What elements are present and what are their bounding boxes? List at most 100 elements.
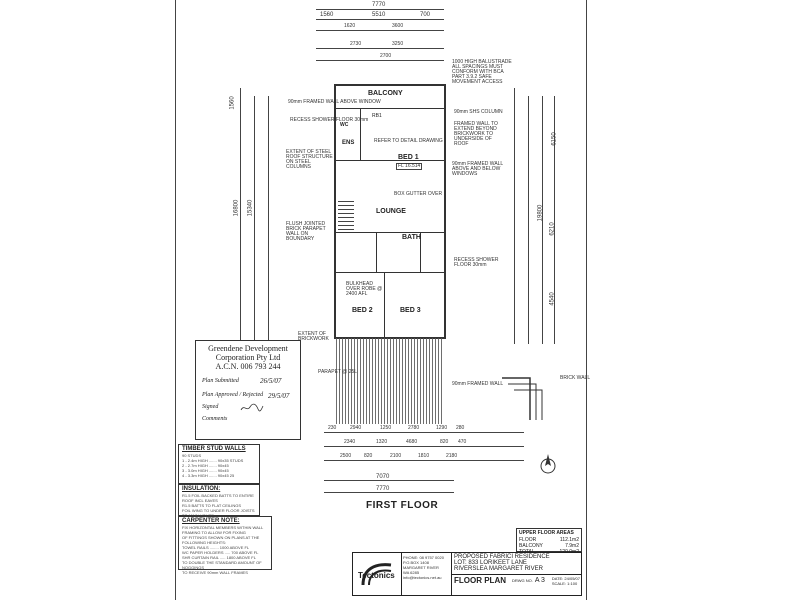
- room-balcony: BALCONY: [368, 90, 403, 97]
- bottom-row1-4: 1290: [436, 425, 448, 431]
- carpenter-line: SHR CURTAIN RAIL ..... 1800 ABOVE FL: [182, 555, 256, 560]
- title-logo-cell: Tectonics: [353, 553, 402, 595]
- bottom-row3-0: 2500: [340, 453, 352, 459]
- contact-email: info@tectonics.net.au: [403, 575, 442, 580]
- timber-stud-box: TIMBER STUD WALLS 90 STUDS 1 - 2.4m HIGH…: [178, 444, 260, 484]
- bottom-dim-line-4: [324, 480, 454, 481]
- contact-pobox: P.O.BOX 1408: [403, 560, 429, 565]
- plan-title: FIRST FLOOR: [366, 500, 439, 511]
- note-recess-shower: RECESS SHOWER FLOOR 30mm: [290, 117, 369, 123]
- right-dim-line-3: [542, 96, 543, 344]
- bottom-row1-0: 230: [328, 425, 337, 431]
- areas-label: FLOOR: [519, 537, 537, 543]
- stamp-plan-submitted: Plan Submitted: [202, 378, 239, 384]
- project-lot: LOT: 833 LORIKEET LANE: [454, 560, 527, 566]
- stamp-signed: Signed: [202, 404, 219, 410]
- bottom-row2-2: 4680: [406, 439, 418, 445]
- bottom-row3-1: 820: [364, 453, 373, 459]
- bedrooms-top-wall: [336, 272, 444, 273]
- note-bulkhead-robe: BULKHEAD OVER ROBE @ 2400 AFL: [346, 281, 383, 297]
- bed2-bed3-wall: [384, 272, 385, 338]
- carpenter-line: TOWEL RAILS ........ 1000 ABOVE FL: [182, 545, 250, 550]
- bottom-row3-4: 2180: [446, 453, 458, 459]
- carpenter-line: FOLLOWING HEIGHTS:: [182, 540, 227, 545]
- insulation-box: INSULATION: R1.5 FOIL BACKED BATTS TO EN…: [178, 484, 260, 523]
- room-wc: WC: [340, 122, 349, 128]
- ensuite-wall: [360, 108, 361, 160]
- room-bath: BATH: [402, 234, 421, 241]
- stamp-line3: A.C.N. 006 793 244: [215, 362, 281, 371]
- areas-value: 7.9m2: [565, 543, 579, 549]
- timber-line: 2 - 2.7m HIGH ....... 90x45: [182, 463, 229, 468]
- outer-wall-top: [334, 84, 446, 86]
- stamp-line2: Corporation Pty Ltd: [215, 353, 281, 362]
- insulation-line: FOIL WING TO UNDER FLOOR JOISTS TO MAIN …: [182, 508, 255, 518]
- top-sub-2: 3600: [392, 23, 404, 29]
- right-dim-line-4: [554, 96, 555, 344]
- carpenter-line: OF FITTINGS SHOWN ON PLANS AT THE: [182, 535, 260, 540]
- company-name: Tectonics: [358, 571, 395, 580]
- room-ens: ENS: [342, 140, 355, 146]
- top-dim-line-3: [316, 30, 444, 31]
- note-steel-roof: EXTENT OF STEEL ROOF STRUCTURE ON STEEL …: [286, 149, 333, 170]
- contact-town: MARGARET RIVER: [403, 565, 439, 570]
- bath-wall-right: [420, 232, 421, 272]
- company-contact: PHONE: 08 9757 0020 P.O.BOX 1408 MARGARE…: [403, 555, 449, 580]
- outer-wall-right: [444, 84, 446, 338]
- top-sub-4: 3250: [392, 41, 404, 47]
- project-name: PROPOSED FABRICI RESIDENCE: [454, 554, 550, 560]
- note-brick-wall: BRICK WALL: [560, 375, 591, 381]
- bottom-row3-2: 2100: [390, 453, 402, 459]
- left-dim-top: 1560: [229, 96, 236, 110]
- room-bed2: BED 2: [352, 307, 373, 314]
- insulation-line: R1.5 FOIL BACKED BATTS TO ENTIRE ROOF IN…: [182, 493, 254, 503]
- carpenter-line: FIX HORIZONTAL MEMBERS WITHIN WALL FRAMI…: [182, 525, 264, 535]
- right-dim-mid2: 6210: [549, 222, 556, 236]
- top-dim-line: [316, 9, 444, 10]
- bottom-row1-1: 2940: [350, 425, 362, 431]
- bottom-row3-3: 1810: [418, 453, 430, 459]
- top-dim-overall: 7770: [372, 2, 386, 8]
- room-lounge: LOUNGE: [376, 208, 406, 215]
- outer-wall-left: [334, 84, 336, 338]
- right-dim-bottom: 4540: [549, 292, 556, 306]
- balcony-wall: [336, 108, 444, 109]
- bottom-row2-1: 1320: [376, 439, 388, 445]
- note-detail-drawing: REFER TO DETAIL DRAWING: [374, 138, 443, 144]
- note-framed-windows: 90mm FRAMED WALL ABOVE AND BELOW WINDOWS: [452, 161, 504, 177]
- drawing-date: DATE: 24/05/07: [551, 575, 580, 581]
- bottom-dim-line-2: [324, 446, 524, 447]
- date-scale: DATE: 24/05/07 SCALE: 1:100: [552, 576, 580, 586]
- timber-line: 90 STUDS: [182, 453, 202, 458]
- note-parapet: PARAPET @ 25L: [318, 369, 358, 375]
- right-dim-top: 6150: [551, 132, 558, 146]
- brickwork-hatch: [336, 338, 444, 424]
- top-dim-line-4: [316, 48, 444, 49]
- signature-icon: [240, 403, 264, 412]
- carpenter-box: CARPENTER NOTE: FIX HORIZONTAL MEMBERS W…: [178, 516, 272, 575]
- stamp-comments: Comments: [202, 416, 228, 422]
- bottom-dim-line-1: [324, 432, 524, 433]
- insulation-line: R1.5 BATTS TO FLAT CEILINGS: [182, 503, 241, 508]
- room-bed3: BED 3: [400, 307, 421, 314]
- note-framed-90: 90mm FRAMED WALL: [452, 381, 504, 387]
- bottom-row1-3: 2780: [408, 425, 420, 431]
- carpenter-line: TO DOUBLE THE STANDARD AMOUNT OF NOGGING…: [182, 560, 262, 570]
- left-dim-line-3: [268, 96, 269, 344]
- north-arrow-icon: [540, 454, 556, 474]
- sheet-row: FLOOR PLAN DRWG NO. A 3 DATE: 24/05/07 S…: [452, 574, 582, 586]
- approval-stamp: Greendene Development Corporation Pty Lt…: [195, 340, 301, 440]
- carpenter-line: WC PAPER HOLDERS ..... 700 ABOVE FL: [182, 550, 259, 555]
- top-sub-1: 1620: [344, 23, 356, 29]
- top-sub-3: 2730: [350, 41, 362, 47]
- top-sub-5: 2700: [380, 53, 392, 59]
- areas-value: 112.1m2: [559, 537, 579, 543]
- tectonics-logo-icon: [361, 563, 392, 586]
- right-dim-mid: 19800: [537, 204, 544, 222]
- bottom-row2-4: 470: [458, 439, 467, 445]
- top-dim-line-5: [316, 60, 444, 61]
- left-dim-line: [240, 88, 241, 344]
- timber-line: 1 - 2.4m HIGH ....... 90x35 STUDS: [182, 458, 244, 463]
- sheet-title: FLOOR PLAN: [454, 576, 506, 585]
- contact-phone: PHONE: 08 9757 0020: [403, 555, 444, 560]
